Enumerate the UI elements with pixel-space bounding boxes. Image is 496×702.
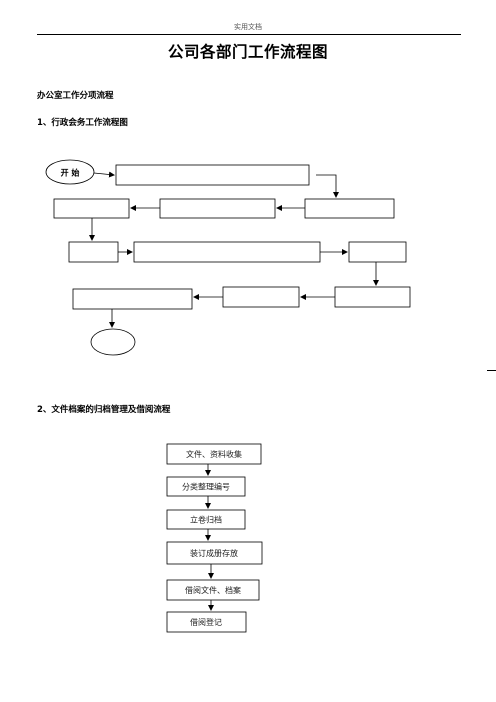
flow1-box-6	[133, 241, 321, 263]
start-label: 开 始	[61, 168, 80, 178]
document-title: 公司各部门工作流程图	[167, 43, 328, 61]
flow2-step-6	[166, 611, 247, 633]
flow2-step-1-label: 文件、资料收集	[186, 449, 242, 459]
flow2-step-4	[166, 541, 263, 565]
archive-flowchart	[166, 443, 263, 633]
flow1-box-7	[348, 241, 407, 263]
flow2-step-2-label: 分类整理编号	[182, 482, 230, 492]
flow1-box-2	[53, 198, 130, 219]
flow2-step-5	[166, 579, 260, 601]
start-node	[45, 159, 95, 185]
flow2-step-6-label: 借阅登记	[190, 617, 222, 627]
admin-flowchart	[45, 159, 411, 356]
margin-mark	[487, 370, 496, 371]
flow1-box-5	[68, 241, 119, 263]
section-office: 办公室工作分项流程	[37, 91, 114, 101]
page-header: 实用文档	[234, 23, 262, 31]
arrow-start-to-box1	[93, 171, 115, 178]
end-node	[90, 328, 136, 356]
flow2-step-5-label: 借阅文件、档案	[185, 585, 241, 595]
flow1-box-3	[159, 198, 276, 219]
flow2-step-2	[166, 476, 246, 497]
flow1-box-9	[222, 286, 300, 308]
section-admin-flow: 1、行政会务工作流程图	[37, 118, 128, 128]
flow2-step-1	[166, 443, 262, 465]
header-rule	[37, 34, 461, 35]
arrow-box1-to-box4	[316, 174, 339, 198]
flow1-box-10	[334, 286, 411, 308]
flow2-step-3-label: 立卷归档	[190, 515, 222, 525]
flow1-box-1	[115, 164, 310, 186]
flow1-box-4	[304, 198, 395, 219]
flow2-step-4-label: 装订成册存放	[190, 548, 238, 558]
section-archive-flow: 2、文件档案的归档管理及借阅流程	[37, 405, 171, 415]
flow2-step-3	[166, 509, 246, 530]
flow1-box-8	[72, 288, 193, 310]
